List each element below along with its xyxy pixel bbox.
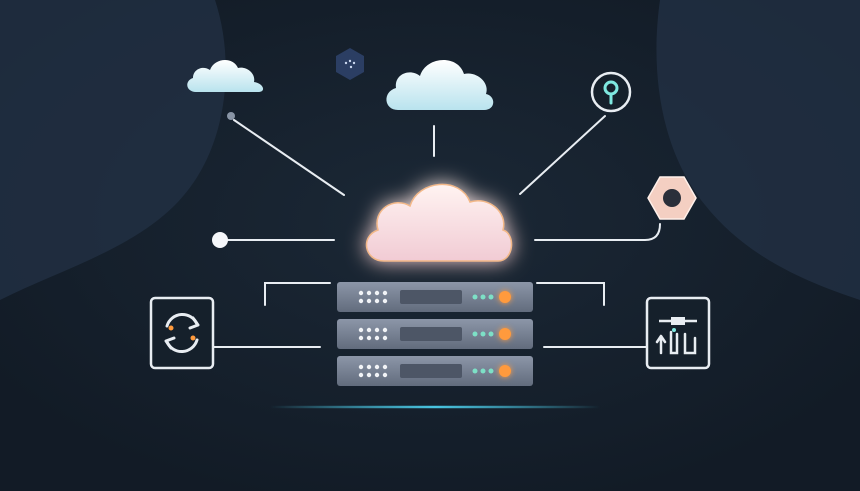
cloud-icon (187, 59, 264, 92)
cloud-icon (386, 59, 494, 110)
central-cloud-icon (365, 183, 513, 262)
line-endpoint-dot (227, 112, 235, 120)
line-top-right (519, 115, 606, 195)
glow-baseline (270, 406, 600, 408)
background-blob-left (0, 0, 226, 300)
hexagon-badge-icon (336, 48, 364, 80)
background-blob-right (656, 0, 860, 300)
server-unit (337, 282, 533, 312)
sync-arrows-icon (149, 296, 215, 370)
server-unit (337, 319, 533, 349)
line-bracket-right (536, 282, 605, 306)
server-rack-icon (337, 282, 533, 386)
line-mid-right (534, 223, 661, 241)
network-ports-icon (645, 296, 711, 370)
connection-lines (213, 112, 661, 348)
line-bracket-left (264, 282, 331, 306)
server-unit (337, 356, 533, 386)
hex-nut-icon (647, 176, 697, 220)
line-top-left (233, 119, 345, 196)
endpoint-node (212, 232, 228, 248)
key-hole-icon (590, 71, 632, 113)
